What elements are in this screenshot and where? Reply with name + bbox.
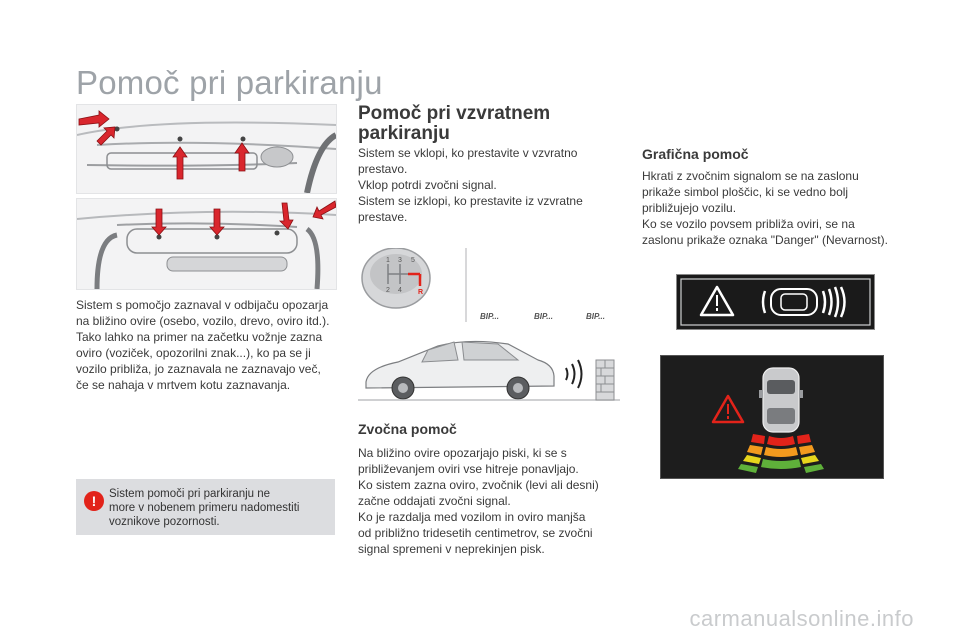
display-parking-zones [660,355,884,479]
gear-label-3: 3 [398,257,402,264]
rear-parking-text: Sistem se vklopi, ko prestavite v vzvrat… [358,146,583,224]
attention-box: ! Sistem pomoči pri parkiranju ne more v… [76,479,335,535]
graphic-assist-heading: Grafična pomoč [642,146,749,162]
gear-label-4: 4 [398,287,402,294]
sound-assist-heading: Zvočna pomoč [358,421,457,437]
exclamation-icon: ! [84,491,104,511]
bip-label-1: BIP... [480,312,499,321]
watermark: carmanualsonline.info [689,606,914,631]
attention-text: Sistem pomoči pri parkiranju ne more v n… [109,488,300,528]
rear-bumper-image [76,198,337,290]
gear-knob-image: 1 3 5 2 4 R [358,247,470,322]
gear-label-1: 1 [386,257,390,264]
intro-text: Sistem s pomočjo zaznaval v odbijaču opo… [76,298,330,392]
bip-label-3: BIP... [586,312,605,321]
bip-label-2: BIP... [534,312,553,321]
rear-parking-heading: Pomoč pri vzvratnem parkiranju [358,103,551,144]
gear-label-r: R [418,289,423,296]
car-side-image [358,332,620,408]
graphic-assist-text: Hkrati z zvočnim signalom se na zaslonu … [642,169,888,247]
sound-assist-text: Na bližino ovire opozarjajo piski, ki se… [358,446,599,556]
front-bumper-image [76,104,337,194]
gear-label-2: 2 [386,287,390,294]
page-title: Pomoč pri parkiranju [76,64,383,101]
display-banner [676,274,875,330]
gear-label-5: 5 [411,257,415,264]
